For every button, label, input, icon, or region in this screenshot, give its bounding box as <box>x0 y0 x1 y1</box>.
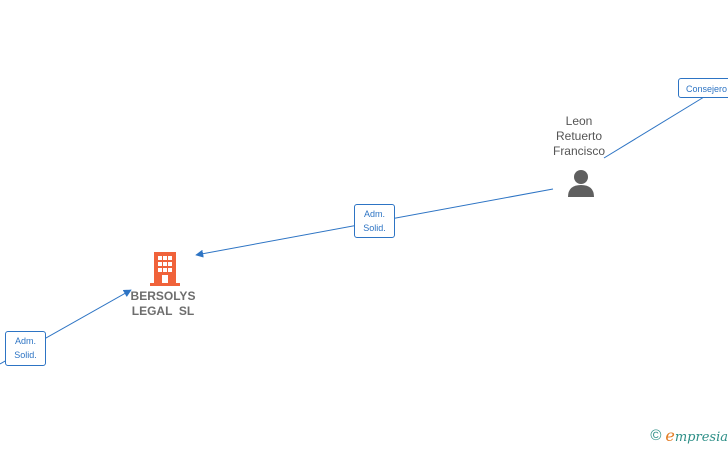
brand-watermark: © empresia <box>650 426 728 445</box>
person-name-line: Retuerto <box>555 129 603 143</box>
edge-label-consejero[interactable]: Consejero <box>678 78 728 98</box>
person-icon[interactable] <box>566 168 596 198</box>
edge-label-line: Solid. <box>14 350 37 360</box>
company-name-line: BERSOLYS <box>130 289 196 303</box>
person-name-line: Francisco <box>552 144 605 158</box>
edge-label-adm-solid-2[interactable]: Adm. Solid. <box>5 331 46 366</box>
edge-label-line: Adm. <box>14 336 36 346</box>
edge-top-right <box>603 96 705 159</box>
brand-logo: empresia <box>665 426 728 445</box>
company-name-line: LEGAL SL <box>131 304 195 318</box>
edge-label-text: Consejero <box>686 84 728 94</box>
brand-rest: mpresia <box>674 430 728 445</box>
company-name[interactable]: BERSOLYS LEGAL SL <box>117 289 209 319</box>
copyright-symbol: © <box>650 427 662 444</box>
edge-label-line: Adm. <box>363 209 385 219</box>
brand-e: e <box>665 426 675 445</box>
person-name-line: Leon <box>565 114 593 128</box>
building-icon[interactable] <box>150 250 180 286</box>
person-name[interactable]: Leon Retuerto Francisco <box>538 114 620 159</box>
edge-label-adm-solid-1[interactable]: Adm. Solid. <box>354 204 395 238</box>
edge-label-line: Solid. <box>363 223 386 233</box>
